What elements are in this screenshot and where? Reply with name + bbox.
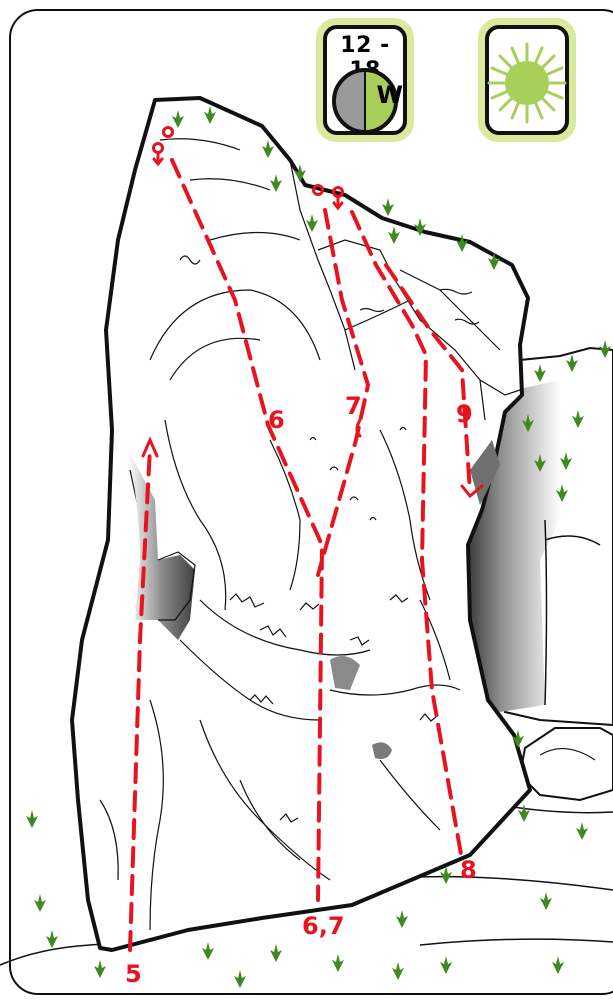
route-label-7[interactable]: 7 <box>345 394 362 418</box>
sun-icon <box>485 32 569 134</box>
sun-badge-inner <box>485 25 569 135</box>
aspect-badge: 12 - 18 W <box>316 18 414 142</box>
route-label-6[interactable]: 6 <box>268 408 285 432</box>
route-label-9[interactable]: 9 <box>456 402 473 426</box>
route-label-8[interactable]: 8 <box>460 858 477 882</box>
aspect-badge-inner: 12 - 18 W <box>323 25 407 135</box>
sun-badge <box>478 18 576 142</box>
aspect-direction: W <box>377 81 403 109</box>
route-label-5[interactable]: 5 <box>125 962 142 986</box>
route-label-6-7[interactable]: 6,7 <box>302 914 345 938</box>
